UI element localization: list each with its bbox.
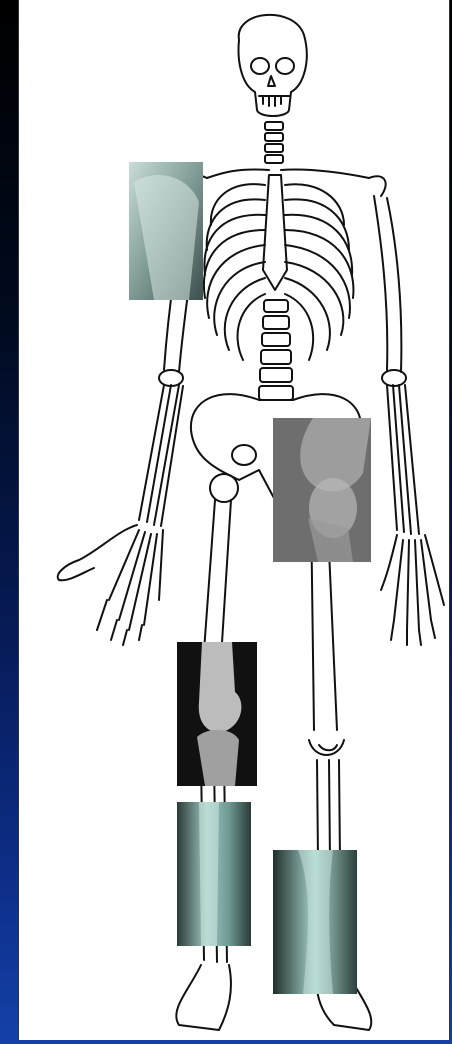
- shoulder-xray: [129, 162, 203, 300]
- knee-xray: [177, 642, 257, 786]
- left-clavicle: [207, 169, 269, 178]
- ribs-left: [204, 184, 265, 360]
- sternum: [263, 175, 287, 290]
- ribs-right: [285, 184, 353, 360]
- tibia-xray: [177, 802, 251, 946]
- diagram-panel: [18, 0, 450, 1040]
- right-arm: [374, 196, 444, 645]
- hip-xray: [273, 418, 371, 562]
- cervical-spine: [265, 122, 283, 163]
- right-clavicle: [281, 169, 369, 178]
- lower-leg-xray: [273, 850, 357, 994]
- lumbar-spine: [259, 300, 293, 400]
- skull: [239, 15, 307, 116]
